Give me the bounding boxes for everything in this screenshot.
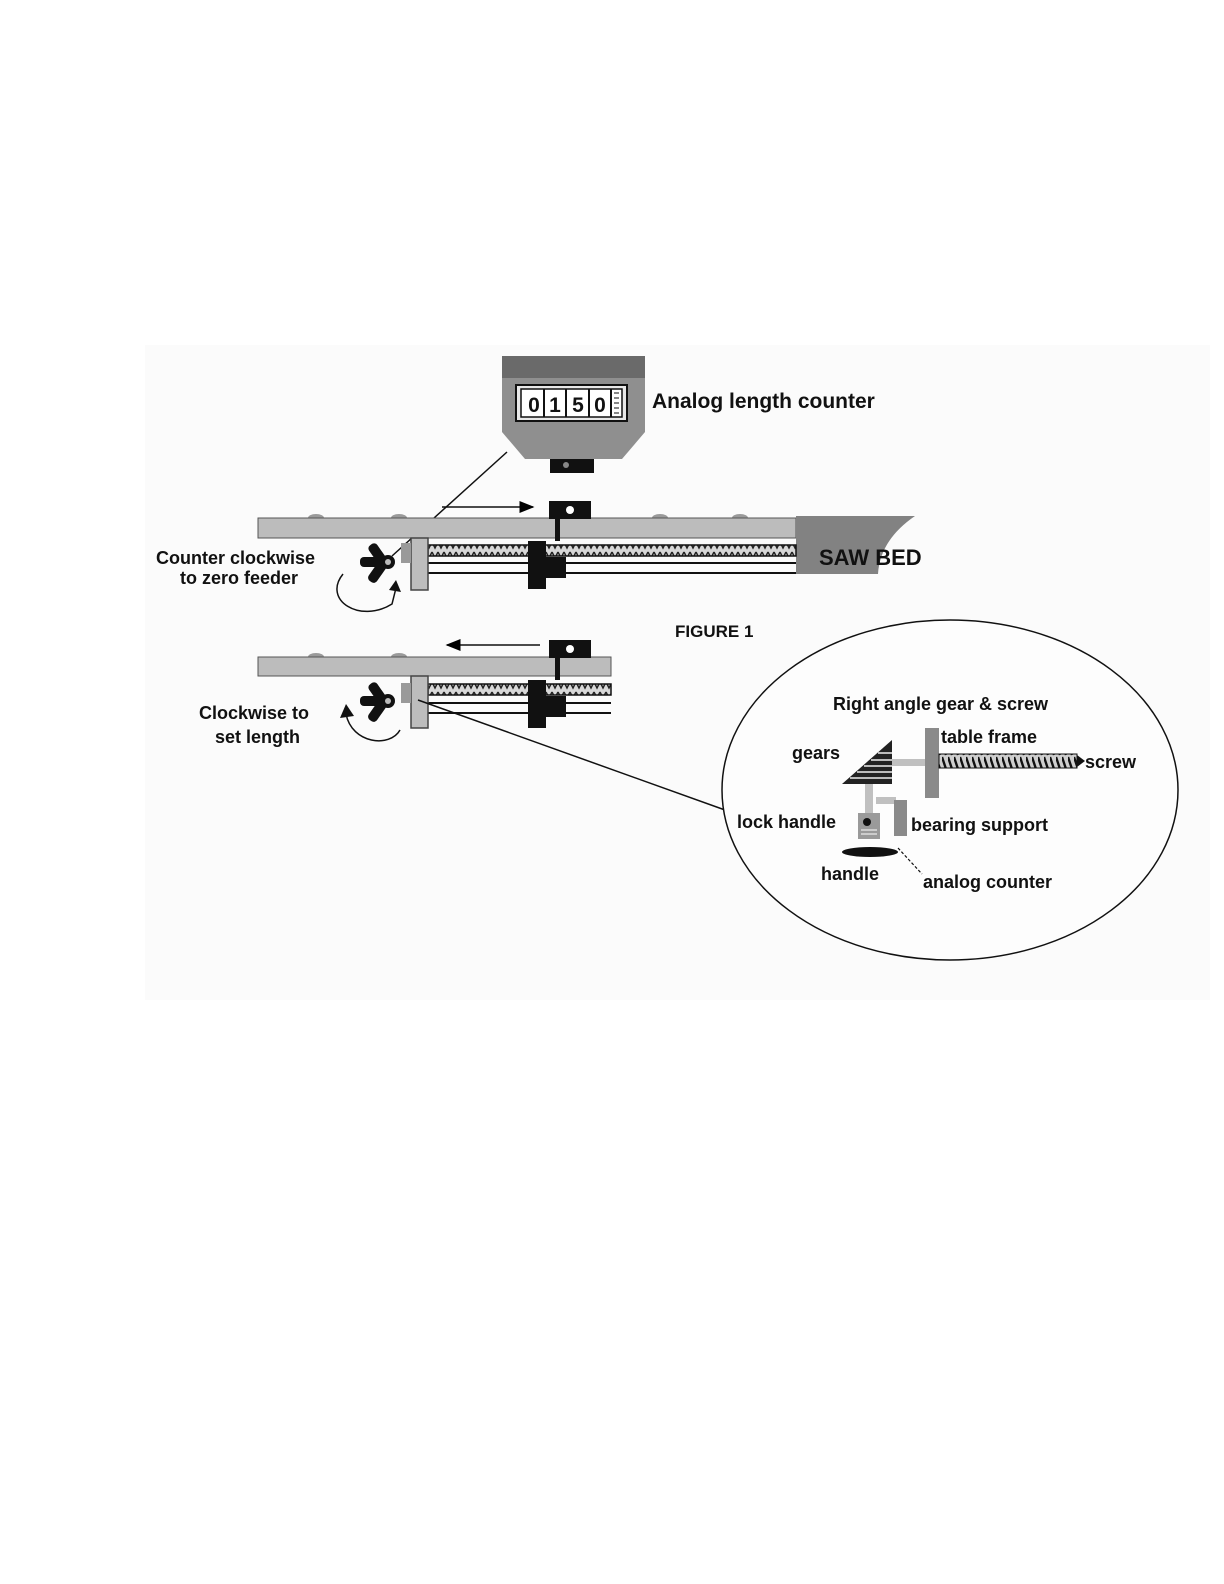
chain-bottom: [428, 684, 611, 695]
saw-bed-label: SAW BED: [819, 545, 922, 570]
detail-bearing-support: bearing support: [911, 815, 1048, 835]
shaft-vertical: [865, 784, 873, 814]
top-instruction-line-2: to zero feeder: [180, 568, 298, 588]
detail-circle: [722, 620, 1178, 960]
detail-table-frame: table frame: [941, 727, 1037, 747]
counter-digit-3: 5: [572, 394, 584, 417]
lock-handle-knob: [863, 818, 871, 826]
handle-icon: [842, 847, 898, 857]
top-instruction-line-1: Counter clockwise: [156, 548, 315, 568]
detail-screw: screw: [1085, 752, 1137, 772]
detail-title: Right angle gear & screw: [833, 694, 1049, 714]
analog-length-counter-label: Analog length counter: [652, 390, 875, 413]
detail-gears: gears: [792, 743, 840, 763]
chain-top: [428, 545, 796, 556]
counter-digit-4: 0: [594, 394, 606, 417]
detail-lock-handle: lock handle: [737, 812, 836, 832]
figure-caption: FIGURE 1: [675, 622, 753, 641]
bottom-instruction-line-1: Clockwise to: [199, 703, 309, 723]
counter-display: 0 1 5 0: [516, 385, 627, 421]
counter-digit-2: 1: [549, 394, 561, 417]
table-frame-plate: [925, 728, 939, 798]
detail-handle: handle: [821, 864, 879, 884]
table-rail-top: [258, 518, 796, 538]
shaft-horizontal: [890, 759, 925, 766]
end-bracket-top: [411, 538, 428, 590]
bearing-support-plate: [894, 800, 907, 836]
detail-analog-counter: analog counter: [923, 872, 1052, 892]
screw-rod: [939, 754, 1077, 768]
counter-digit-1: 0: [528, 394, 540, 417]
bottom-instruction-line-2: set length: [215, 727, 300, 747]
